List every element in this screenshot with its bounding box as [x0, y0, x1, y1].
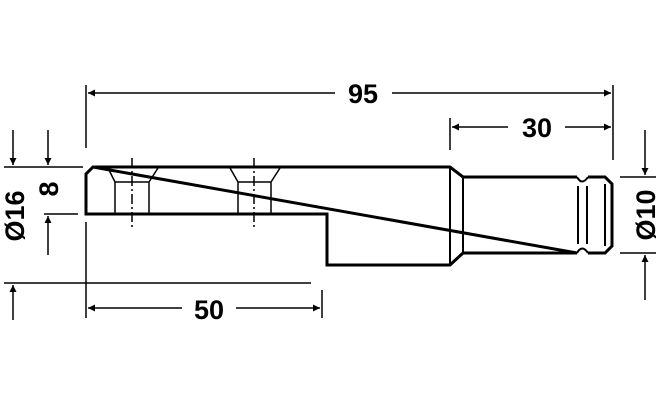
pin-groove	[449, 167, 606, 265]
extension-lines	[4, 85, 656, 318]
dim-95-label: 95	[348, 79, 378, 109]
hole-2	[229, 167, 281, 213]
dim-10-label: Ø10	[631, 189, 660, 240]
dim-16-label: Ø16	[0, 190, 30, 241]
dim-50-label: 50	[194, 295, 224, 325]
dim-30-label: 30	[522, 113, 552, 143]
part-body-outline	[84, 165, 614, 267]
hole-centerlines	[131, 158, 255, 228]
dim-8-label: 8	[34, 181, 64, 196]
